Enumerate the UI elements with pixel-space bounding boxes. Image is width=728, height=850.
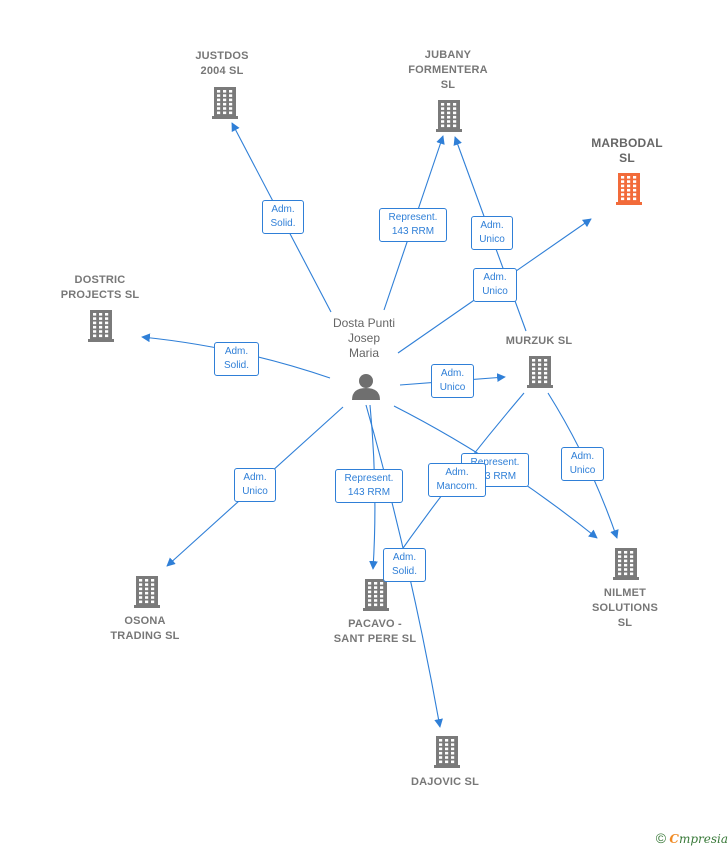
relation-label-person-jubany: Represent. 143 RRM [379, 208, 447, 242]
company-label-dostric[interactable]: DOSTRIC PROJECTS SL [60, 274, 140, 301]
relation-label-person-marbodal: Adm. Unico [473, 268, 517, 302]
relation-label-person-dajovic: Adm. Solid. [383, 548, 426, 582]
building-icon[interactable] [88, 310, 114, 342]
building-icon[interactable] [613, 548, 639, 580]
building-icon[interactable] [434, 736, 460, 768]
company-label-jubany[interactable]: JUBANY FORMENTERA SL [408, 49, 488, 91]
company-label-pacavo[interactable]: PACAVO - SANT PERE SL [333, 618, 417, 645]
relation-label-person-justdos: Adm. Solid. [262, 200, 304, 234]
building-icon[interactable] [436, 100, 462, 132]
copyright-icon: © [655, 830, 667, 846]
building-icon[interactable] [527, 356, 553, 388]
relation-label-person-osona: Adm. Unico [234, 468, 276, 502]
building-icon[interactable] [134, 576, 160, 608]
building-icon[interactable] [616, 173, 642, 205]
relation-label-person-dostric: Adm. Solid. [214, 342, 259, 376]
company-label-justdos[interactable]: JUSTDOS 2004 SL [195, 50, 249, 77]
relation-label-person-murzuk: Adm. Unico [431, 364, 474, 398]
relation-label-murzuk-pacavo: Adm. Mancom. [428, 463, 486, 497]
brand-logo: Cmpresia [669, 832, 728, 846]
company-label-marbodal[interactable]: MARBODAL SL [591, 136, 663, 165]
relation-label-murzuk-nilmet: Adm. Unico [561, 447, 604, 481]
building-icon[interactable] [212, 87, 238, 119]
person-icon[interactable] [352, 374, 380, 400]
company-label-nilmet[interactable]: NILMET SOLUTIONS SL [592, 587, 658, 629]
relation-label-person-pacavo: Represent. 143 RRM [335, 469, 403, 503]
company-label-osona[interactable]: OSONA TRADING SL [110, 615, 180, 642]
relation-label-murzuk-jubany: Adm. Unico [471, 216, 513, 250]
company-label-murzuk[interactable]: MURZUK SL [505, 335, 573, 347]
company-label-dajovic[interactable]: DAJOVIC SL [410, 776, 479, 788]
building-icon[interactable] [363, 579, 389, 611]
person-name-label[interactable]: Dosta Punti Josep Maria [332, 316, 396, 360]
footer-brand: © Cmpresia [656, 830, 728, 846]
